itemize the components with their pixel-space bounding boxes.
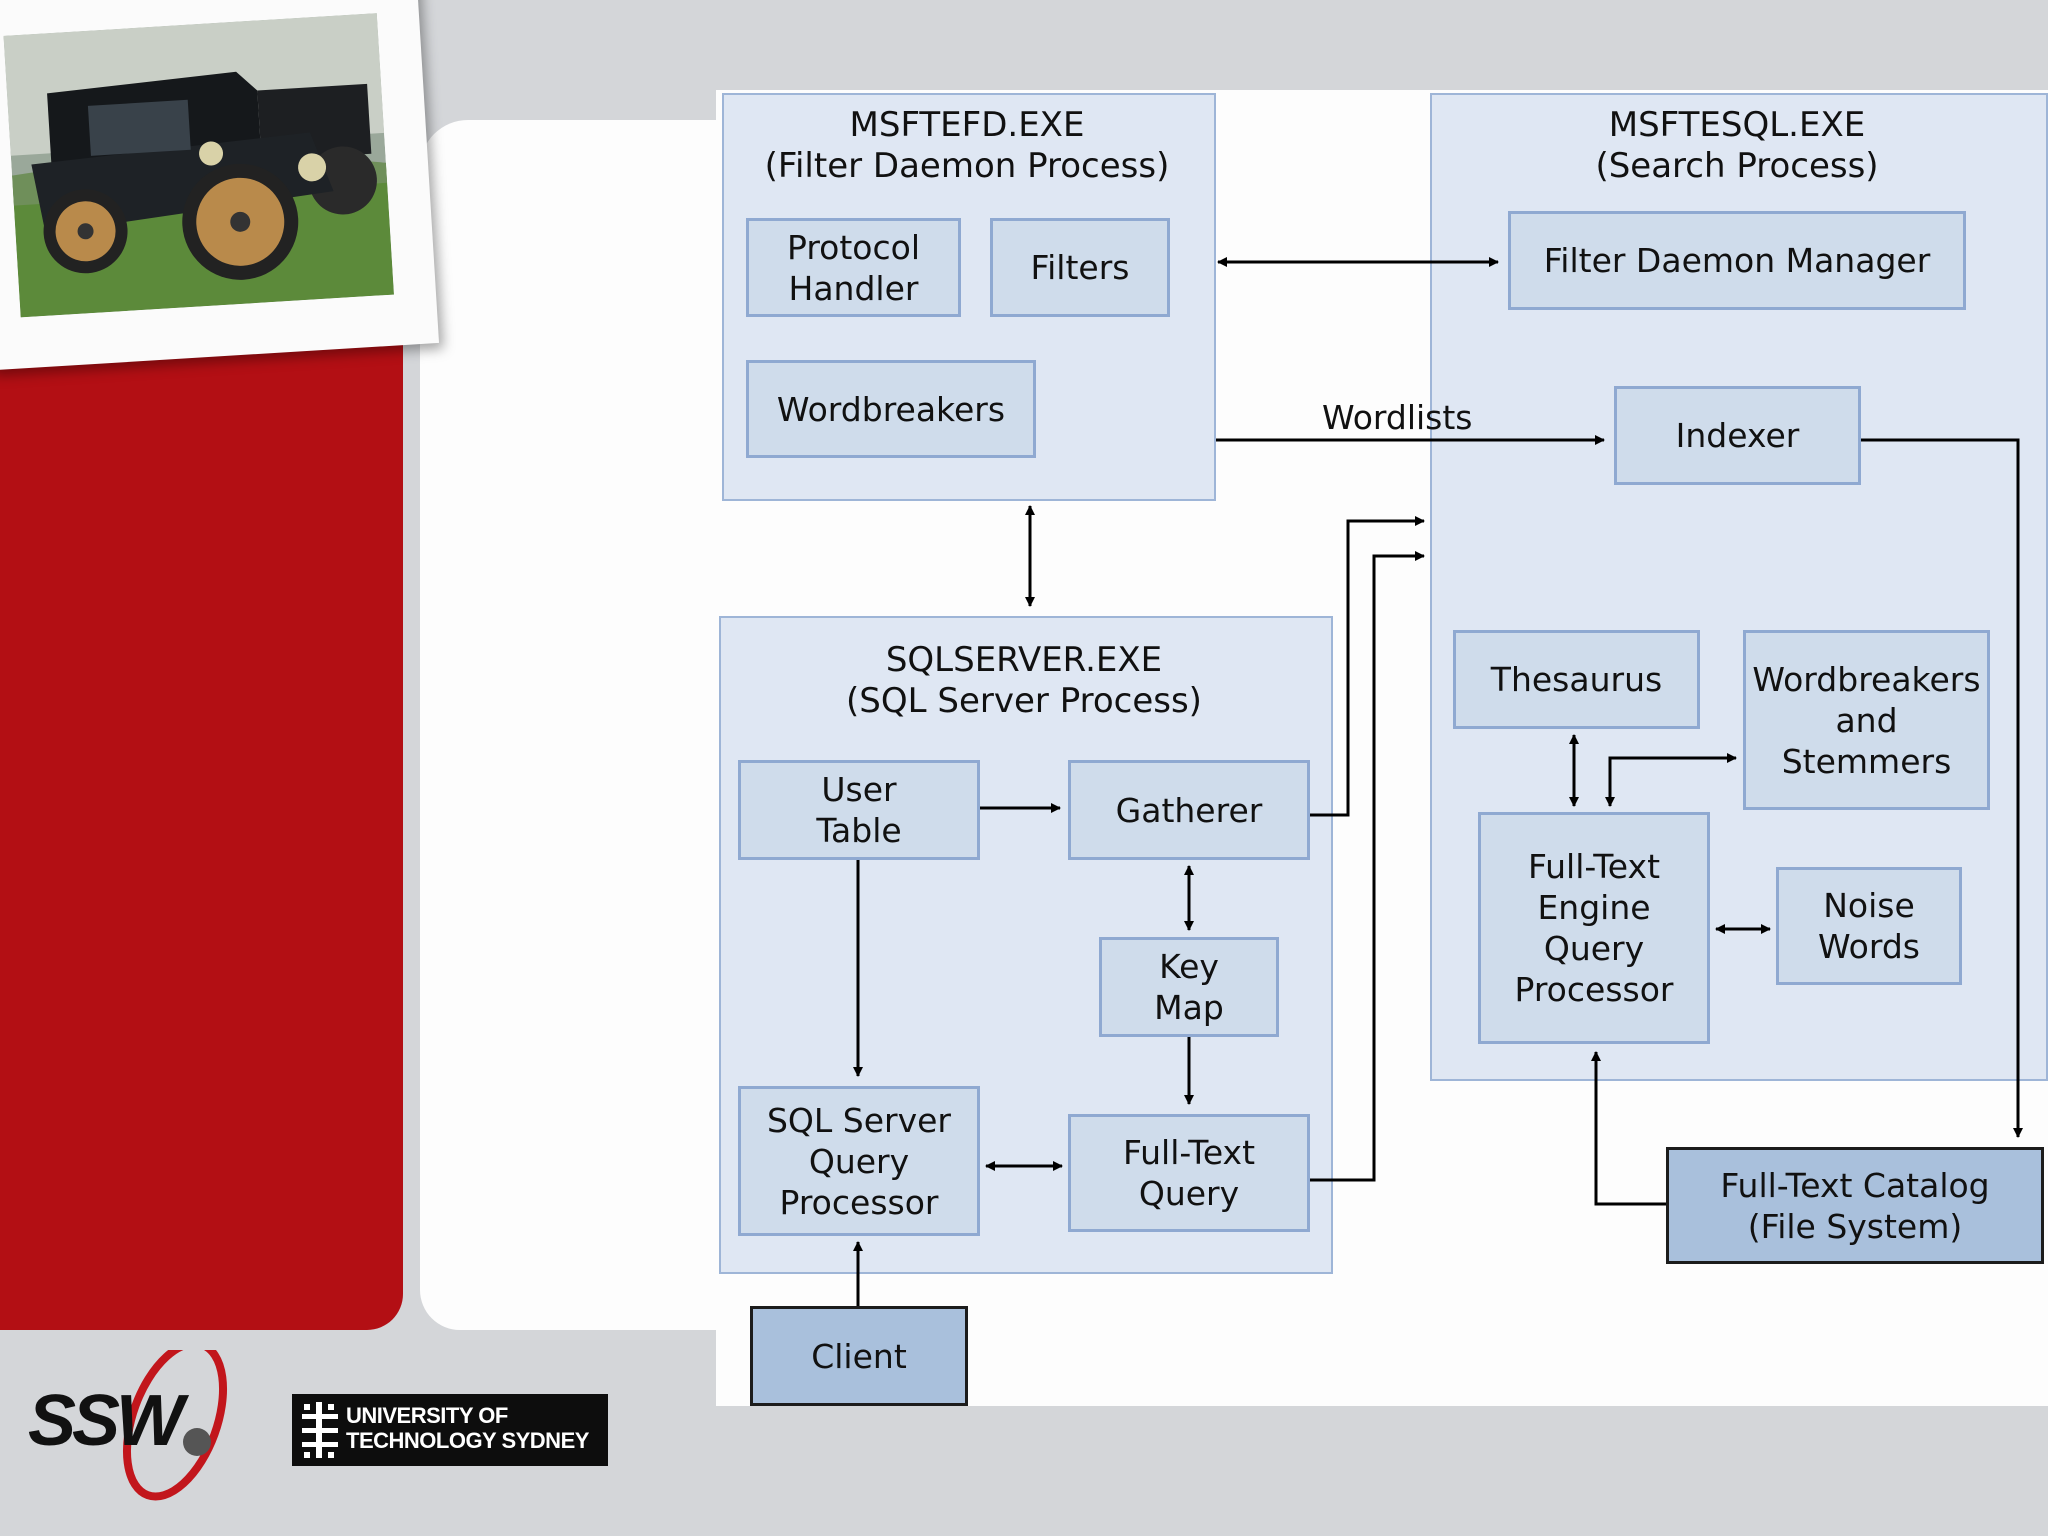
arrow-engine-wordbreakers: [1605, 753, 1737, 807]
fulltext-query-box: Full-Text Query: [1068, 1114, 1310, 1232]
key-map-box: Key Map: [1099, 937, 1279, 1037]
vintage-car-image: [3, 13, 394, 318]
noise-words-box: Noise Words: [1776, 867, 1962, 985]
wordbreakers-stemmers-box: Wordbreakers and Stemmers: [1743, 630, 1990, 810]
ssw-logo: SSW: [28, 1381, 184, 1461]
car-photo: [0, 0, 440, 371]
sql-server-query-processor-box: SQL Server Query Processor: [738, 1086, 980, 1236]
protocol-handler-box: Protocol Handler: [746, 218, 961, 317]
indexer-box: Indexer: [1614, 386, 1861, 485]
uts-logo: [292, 1394, 608, 1466]
filter-daemon-manager-box: Filter Daemon Manager: [1508, 211, 1966, 310]
fulltext-catalog-box: Full-Text Catalog (File System): [1666, 1147, 2044, 1264]
uts-logo-text: UNIVERSITY OF TECHNOLOGY SYDNEY: [346, 1403, 589, 1453]
filters-box: Filters: [990, 218, 1170, 317]
uts-emblem-icon: [302, 1402, 338, 1458]
wordlists-label: Wordlists: [1322, 398, 1473, 437]
gatherer-box: Gatherer: [1068, 760, 1310, 860]
fulltext-engine-query-processor-box: Full-Text Engine Query Processor: [1478, 812, 1710, 1044]
filter-daemon-process-title: MSFTEFD.EXE (Filter Daemon Process): [764, 105, 1170, 186]
ssw-logo-swoosh-icon: [122, 1350, 228, 1501]
arrow-fulltextquery-search: [1310, 551, 1425, 1182]
red-side-panel: [0, 290, 403, 1330]
arrow-catalog-engine: [1591, 1051, 1666, 1206]
search-process-title: MSFTESQL.EXE (Search Process): [1595, 105, 1879, 186]
client-box: Client: [750, 1306, 968, 1406]
arrow-indexer-catalog: [1861, 438, 2023, 1138]
wordbreakers-box: Wordbreakers: [746, 360, 1036, 458]
thesaurus-box: Thesaurus: [1453, 630, 1700, 729]
arrow-gatherer-search: [1310, 516, 1425, 817]
user-table-box: User Table: [738, 760, 980, 860]
sql-server-process-title: SQLSERVER.EXE (SQL Server Process): [846, 640, 1202, 721]
